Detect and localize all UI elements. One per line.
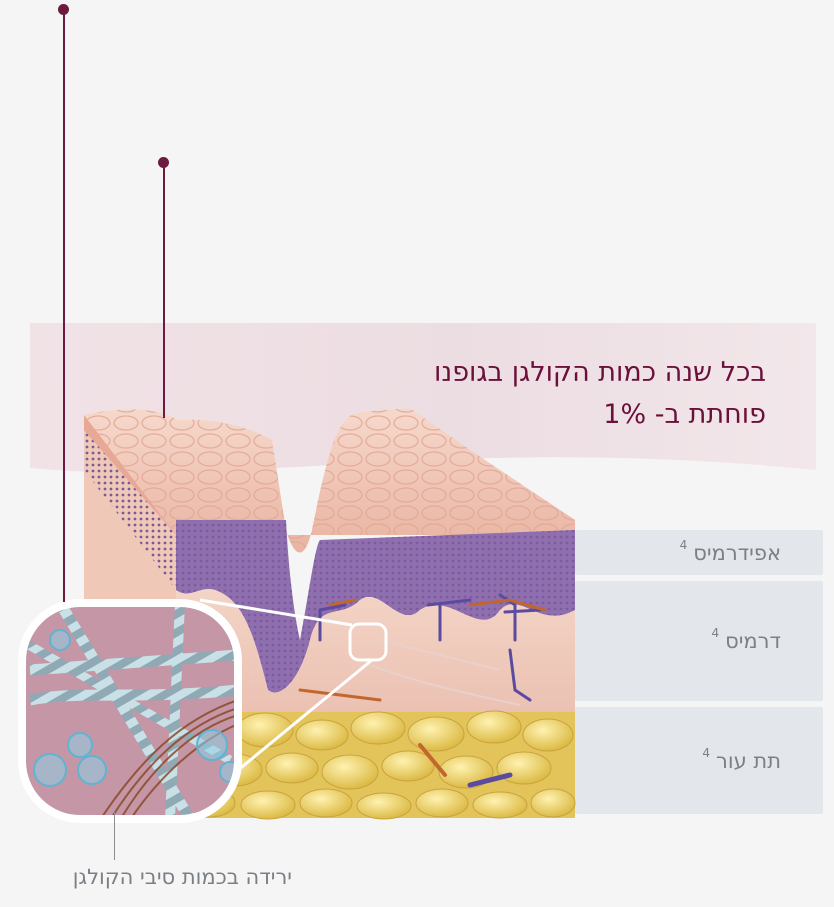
footnote-marker: 4: [711, 626, 720, 640]
pin-dot-left: [58, 4, 69, 15]
pin-dot-right: [158, 157, 169, 168]
footnote-marker: 4: [702, 745, 710, 760]
caption-leader-line: [114, 812, 115, 860]
layer-label-text: תת עור: [716, 748, 781, 773]
headline: בכל שנה כמות הקולגן בגופנו פוחתת ב- 1%: [346, 352, 766, 436]
magnifier-frame: [18, 599, 242, 823]
layer-label-dermis: דרמיס 4: [575, 581, 823, 701]
layer-label-text: דרמיס: [725, 629, 781, 653]
pin-line-right: [163, 162, 165, 418]
headline-line-1: בכל שנה כמות הקולגן בגופנו: [434, 357, 766, 388]
footnote-marker: 4: [679, 537, 688, 552]
layer-label-text: אפידרמיס: [693, 540, 781, 565]
zoom-target-frame: [348, 622, 388, 662]
collagen-magnifier: [22, 603, 238, 819]
magnifier-caption: ירידה בכמות סיבי הקולגן: [72, 865, 292, 889]
pin-line-left: [63, 10, 65, 602]
layer-label-epidermis: אפידרמיס 4: [575, 530, 823, 575]
layer-label-subcutis: תת עור 4: [575, 707, 823, 814]
headline-line-2: פוחתת ב- 1%: [603, 399, 766, 430]
